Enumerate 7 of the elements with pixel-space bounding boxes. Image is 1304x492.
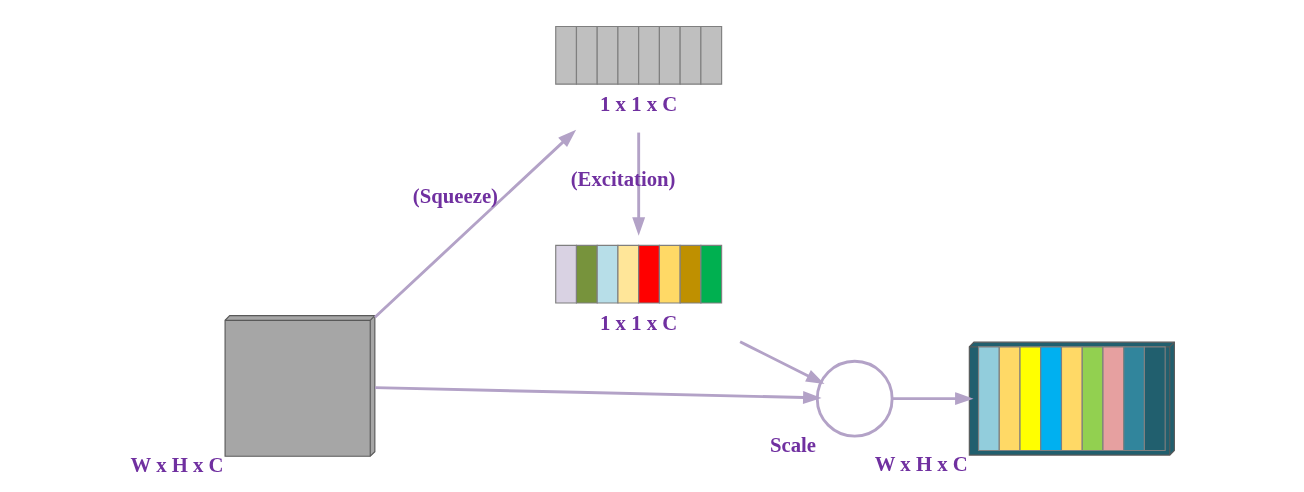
node-label: W x H x C <box>130 453 223 476</box>
edge-label: (Excitation) <box>570 167 675 190</box>
node-label: 1 x 1 x C <box>599 93 677 116</box>
node-label: W x H x C <box>874 452 968 475</box>
edge-label: (Squeeze) <box>412 185 498 208</box>
node-label: 1 x 1 x C <box>599 311 677 334</box>
node-label: Scale <box>769 433 816 456</box>
